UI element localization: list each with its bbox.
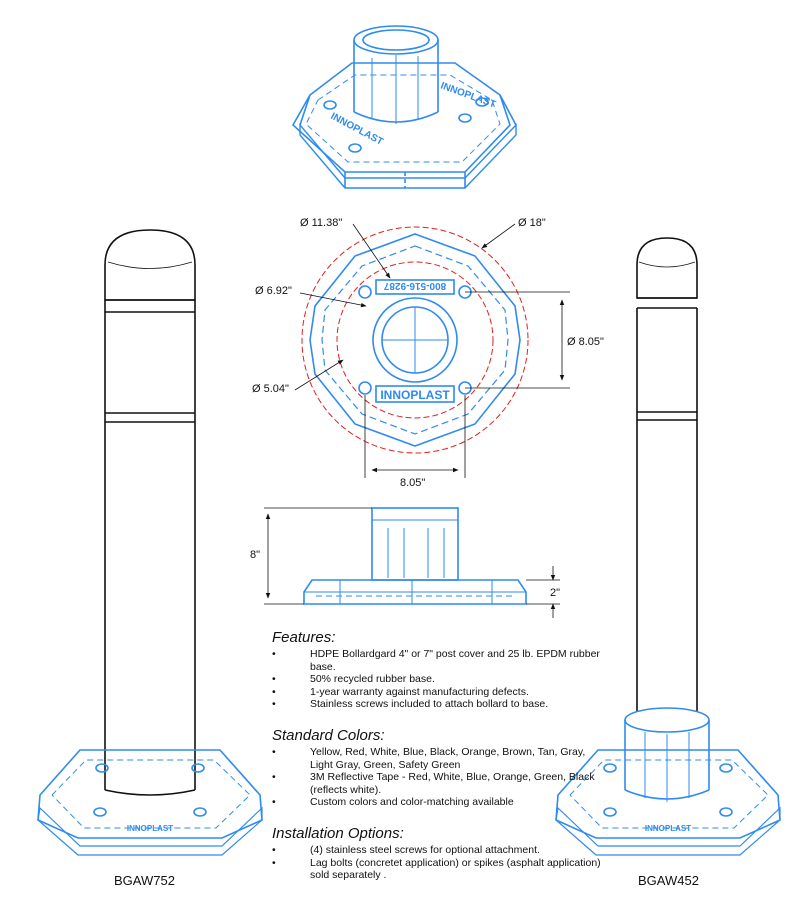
list-item: HDPE Bollardgard 4" or 7" post cover and… (272, 648, 602, 673)
top-brand-text-2: INNOPLAST (439, 80, 497, 110)
left-brand-text: INNOPLAST (127, 824, 173, 833)
standard-colors-section: Standard Colors: Yellow, Red, White, Blu… (272, 727, 602, 809)
list-item: 50% recycled rubber base. (272, 673, 602, 686)
dim-height-total: 8" (250, 549, 260, 561)
right-brand-text: INNOPLAST (645, 824, 691, 833)
list-item: Lag bolts (concretet application) or spi… (272, 857, 602, 882)
caption-left: BGAW752 (114, 873, 175, 888)
list-item: 1-year warranty against manufacturing de… (272, 686, 602, 699)
features-list: HDPE Bollardgard 4" or 7" post cover and… (272, 648, 602, 711)
features-title: Features: (272, 629, 336, 646)
dim-outer: Ø 18" (518, 217, 546, 229)
dim-spacing-horizontal: 8.05" (400, 477, 425, 489)
top-iso-base (291, 25, 517, 189)
plan-phone-text: 800-516-9287 (383, 280, 446, 291)
list-item: Yellow, Red, White, Blue, Black, Orange,… (272, 746, 602, 771)
features-section: Features: HDPE Bollardgard 4" or 7" post… (272, 629, 602, 711)
bollard-right-base (555, 707, 781, 856)
dim-height-base: 2" (550, 587, 560, 599)
installation-title: Installation Options: (272, 825, 404, 842)
elevation-dims (264, 507, 560, 618)
dim-spacing-vertical: Ø 8.05" (567, 336, 604, 348)
elevation-view (303, 507, 527, 605)
list-item: Stainless screws included to attach boll… (272, 698, 602, 711)
plan-brand-text: INNOPLAST (380, 388, 450, 402)
caption-right: BGAW452 (638, 873, 699, 888)
bollard-left (104, 229, 196, 796)
installation-list: (4) stainless steel screws for optional … (272, 844, 602, 882)
standard-colors-title: Standard Colors: (272, 727, 385, 744)
list-item: (4) stainless steel screws for optional … (272, 844, 602, 857)
bollard-right (636, 237, 698, 712)
dim-center: Ø 5.04" (252, 383, 289, 395)
dim-bolt-circle: Ø 11.38" (300, 217, 342, 229)
top-brand-text: INNOPLAST (329, 111, 385, 148)
list-item: Custom colors and color-matching availab… (272, 796, 602, 809)
dim-bolt-hole: Ø 6.92" (255, 285, 292, 297)
plan-view: 800-516-9287 INNOPLAST Ø 11.38" Ø 18" Ø … (252, 217, 604, 489)
standard-colors-list: Yellow, Red, White, Blue, Black, Orange,… (272, 746, 602, 809)
list-item: 3M Reflective Tape - Red, White, Blue, O… (272, 771, 602, 796)
bollard-left-base (37, 749, 263, 856)
installation-section: Installation Options: (4) stainless stee… (272, 825, 602, 882)
